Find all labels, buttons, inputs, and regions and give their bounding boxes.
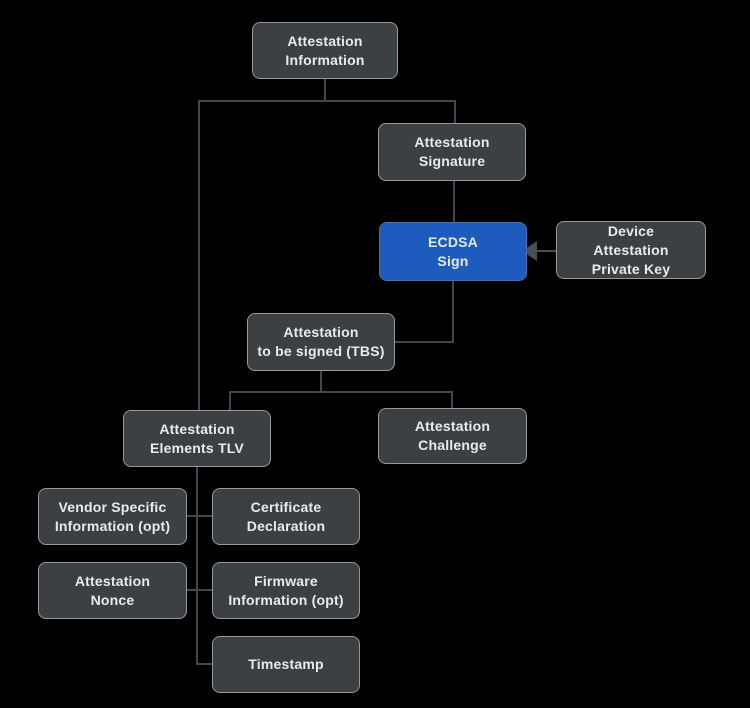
node-firmware-information: Firmware Information (opt) — [212, 562, 360, 619]
connector-to-timestamp — [196, 663, 212, 665]
connector-to-signature — [454, 100, 456, 123]
node-label: ECDSA Sign — [427, 233, 478, 269]
node-attestation-signature: Attestation Signature — [378, 123, 526, 181]
connector-row-vendor-cert — [187, 515, 212, 517]
node-label: Attestation Nonce — [74, 572, 151, 608]
connector-info-drop — [324, 79, 326, 100]
node-attestation-challenge: Attestation Challenge — [378, 408, 527, 464]
connector-left-trunk — [198, 100, 200, 410]
connector-elements-trunk — [196, 467, 198, 665]
node-attestation-nonce: Attestation Nonce — [38, 562, 187, 619]
arrow-shaft — [535, 250, 556, 252]
connector-to-elements-tlv — [229, 391, 231, 410]
node-ecdsa-sign: ECDSA Sign — [379, 222, 527, 281]
connector-to-challenge — [451, 391, 453, 408]
node-label: Attestation Signature — [414, 134, 490, 169]
connector-signature-ecdsa — [453, 181, 455, 222]
node-certificate-declaration: Certificate Declaration — [212, 488, 360, 545]
node-vendor-specific-information: Vendor Specific Information (opt) — [38, 488, 187, 545]
node-label: Device Attestation Private Key — [591, 222, 671, 277]
node-label: Firmware Information (opt) — [228, 572, 344, 608]
connector-row-nonce-fw — [187, 589, 212, 591]
node-timestamp: Timestamp — [212, 636, 360, 693]
node-label: Certificate Declaration — [246, 498, 326, 534]
connector-top-branch — [198, 100, 456, 102]
connector-tbs-branch — [229, 391, 453, 393]
node-label: Attestation to be signed (TBS) — [257, 324, 385, 359]
node-label: Vendor Specific Information (opt) — [54, 498, 171, 534]
node-device-attestation-private-key: Device Attestation Private Key — [556, 221, 706, 279]
node-label: Attestation Elements TLV — [150, 420, 244, 456]
node-label: Attestation Challenge — [414, 418, 491, 453]
node-attestation-tbs: Attestation to be signed (TBS) — [247, 313, 395, 371]
connector-tbs-drop — [320, 371, 322, 391]
node-label: Attestation Information — [285, 32, 365, 68]
connector-ecdsa-down — [452, 281, 454, 343]
node-label: Timestamp — [248, 656, 324, 672]
connector-ecdsa-tbs — [395, 341, 454, 343]
node-attestation-information: Attestation Information — [252, 22, 398, 79]
node-attestation-elements-tlv: Attestation Elements TLV — [123, 410, 271, 467]
